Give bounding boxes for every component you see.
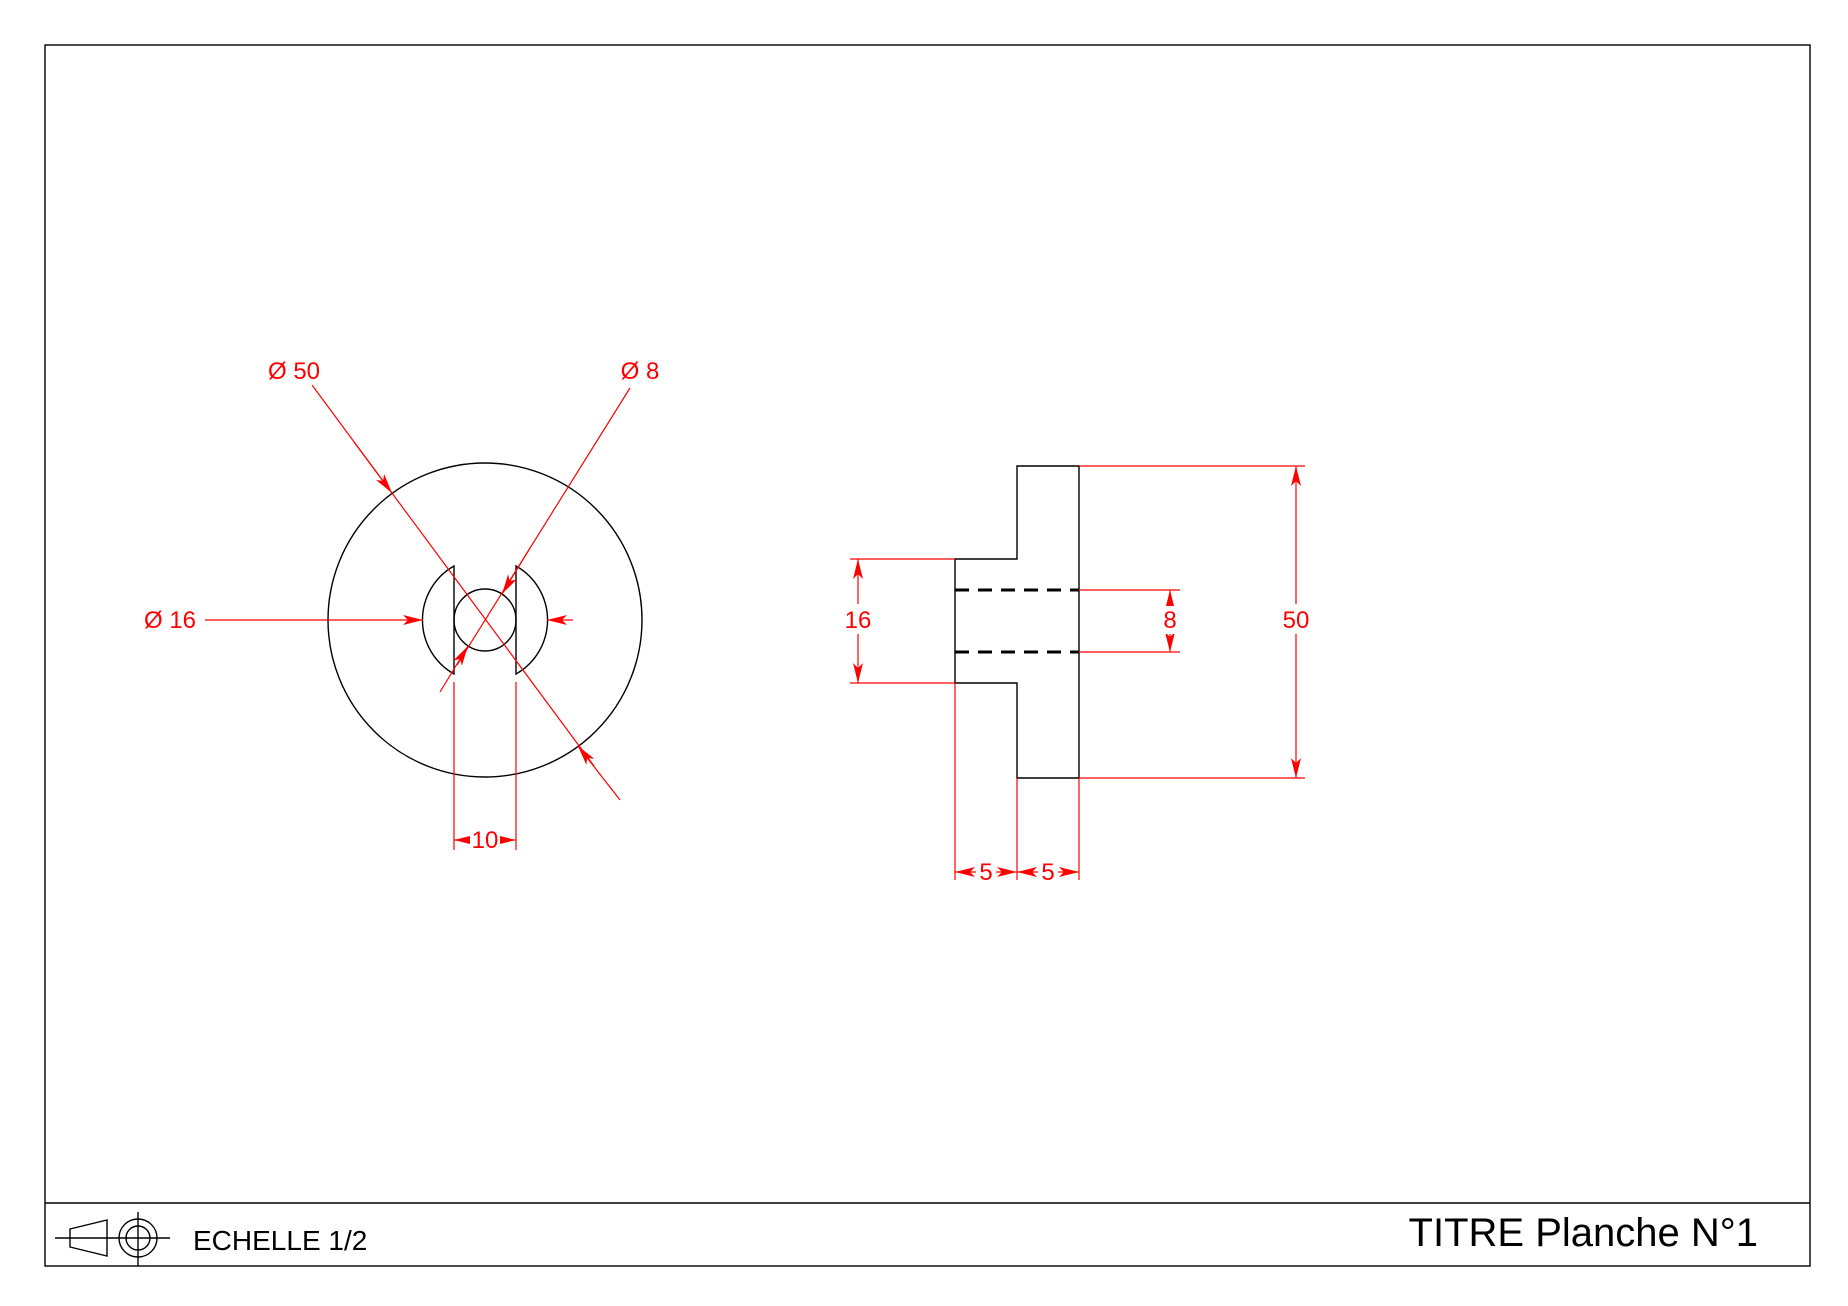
first-angle-projection-icon — [55, 1212, 170, 1266]
dim-arrow-outer-diameter-1 — [353, 441, 393, 494]
dim-text-bg-boss-height — [840, 604, 876, 634]
dim-text-boss-height: 16 — [845, 607, 872, 634]
dim-arrow-hole-diameter-2 — [439, 645, 469, 693]
dim-text-hole-diameter: Ø 8 — [621, 358, 660, 385]
dim-text-outer-diameter: Ø 50 — [268, 358, 320, 385]
front-view-dimensions: Ø 50 Ø 8 Ø 16 10 — [144, 358, 659, 854]
dim-text-flat-width: 10 — [472, 827, 499, 854]
dim-text-boss-length: 5 — [979, 859, 992, 886]
dim-text-hole-height: 8 — [1163, 607, 1176, 634]
dim-arrow-outer-diameter-2 — [577, 745, 621, 801]
dim-text-bg-flange-length — [1038, 858, 1058, 884]
dim-text-bg-hole-height — [1160, 606, 1180, 634]
sheet-title: TITRE Planche N°1 — [1409, 1211, 1758, 1255]
side-view-dimensions: 16 8 50 5 5 — [840, 465, 1314, 886]
dim-line-hole-diameter — [456, 387, 631, 666]
scale-label: ECHELLE 1/2 — [193, 1225, 367, 1256]
dim-arrow-hole-diameter-1 — [501, 547, 531, 595]
dim-text-bg-flat-width — [470, 826, 500, 852]
dim-text-flange-length: 5 — [1041, 859, 1054, 886]
sheet-border — [44, 44, 1811, 1267]
center-hole — [453, 588, 517, 652]
dim-text-bg-flange-height — [1278, 604, 1314, 634]
dim-text-flange-height: 50 — [1283, 607, 1310, 634]
dim-text-bg-boss-length — [976, 858, 996, 884]
side-view — [954, 465, 1080, 779]
dim-text-boss-diameter: Ø 16 — [144, 607, 196, 634]
side-profile — [954, 465, 1080, 779]
